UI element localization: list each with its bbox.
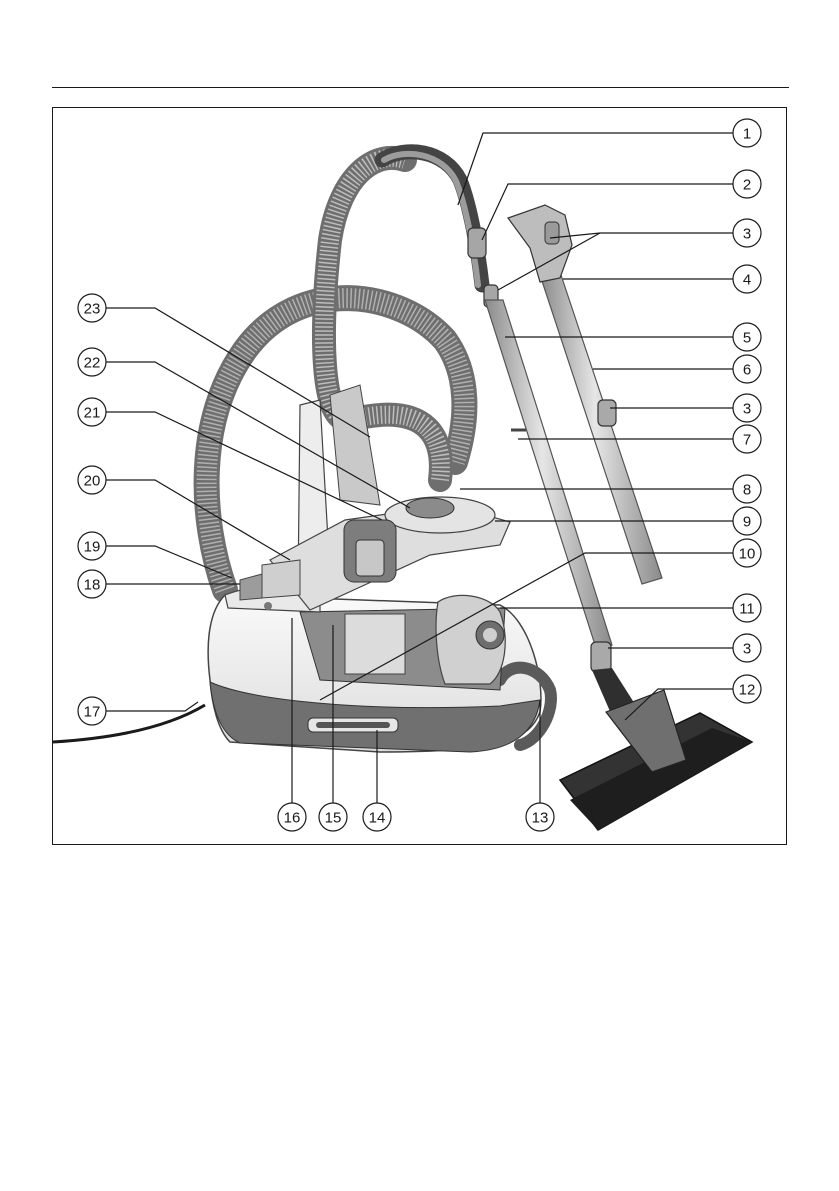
callout-10: 10 (733, 539, 761, 567)
callout-6: 6 (733, 355, 761, 383)
callout-16: 16 (278, 803, 306, 831)
svg-text:1: 1 (743, 126, 751, 143)
illustration (53, 152, 752, 830)
vacuum-body (208, 585, 551, 752)
callout-18: 18 (78, 570, 106, 598)
svg-text:21: 21 (84, 405, 101, 422)
callout-20: 20 (78, 466, 106, 494)
callout-3-top: 3 (733, 219, 761, 247)
callout-4: 4 (733, 265, 761, 293)
svg-text:4: 4 (743, 272, 751, 289)
svg-text:15: 15 (325, 810, 342, 827)
leader-17 (106, 702, 198, 711)
telescopic-wand (485, 300, 612, 648)
callout-17: 17 (78, 697, 106, 725)
floorhead (560, 690, 752, 830)
svg-text:10: 10 (739, 546, 756, 563)
svg-text:20: 20 (84, 473, 101, 490)
leader-3a (550, 233, 733, 238)
callout-19: 19 (78, 532, 106, 560)
callout-12: 12 (733, 675, 761, 703)
callout-1: 1 (733, 119, 761, 147)
callout-23: 23 (78, 294, 106, 322)
svg-text:14: 14 (369, 810, 386, 827)
callout-21: 21 (78, 398, 106, 426)
svg-text:12: 12 (739, 682, 756, 699)
callout-15: 15 (319, 803, 347, 831)
callout-3-bottom: 3 (733, 634, 761, 662)
svg-text:8: 8 (743, 482, 751, 499)
svg-text:9: 9 (743, 514, 751, 531)
svg-text:17: 17 (84, 704, 101, 721)
svg-text:18: 18 (84, 577, 101, 594)
svg-text:5: 5 (743, 330, 751, 347)
callout-7: 7 (733, 425, 761, 453)
svg-text:23: 23 (84, 301, 101, 318)
svg-text:13: 13 (532, 810, 549, 827)
svg-text:22: 22 (84, 355, 101, 372)
callout-14: 14 (363, 803, 391, 831)
svg-text:3: 3 (743, 401, 751, 418)
callout-3-middle: 3 (733, 394, 761, 422)
svg-text:6: 6 (743, 362, 751, 379)
svg-text:2: 2 (743, 177, 751, 194)
callout-2: 2 (733, 170, 761, 198)
suction-slide (468, 228, 486, 258)
callout-22: 22 (78, 348, 106, 376)
leader-1 (458, 133, 733, 205)
svg-text:19: 19 (84, 539, 101, 556)
svg-text:3: 3 (743, 641, 751, 658)
svg-text:7: 7 (743, 432, 751, 449)
callout-5: 5 (733, 323, 761, 351)
callout-9: 9 (733, 507, 761, 535)
callout-13: 13 (526, 803, 554, 831)
svg-text:3: 3 (743, 226, 751, 243)
svg-text:16: 16 (284, 810, 301, 827)
callout-8: 8 (733, 475, 761, 503)
callout-11: 11 (733, 594, 761, 622)
svg-text:11: 11 (739, 601, 755, 618)
